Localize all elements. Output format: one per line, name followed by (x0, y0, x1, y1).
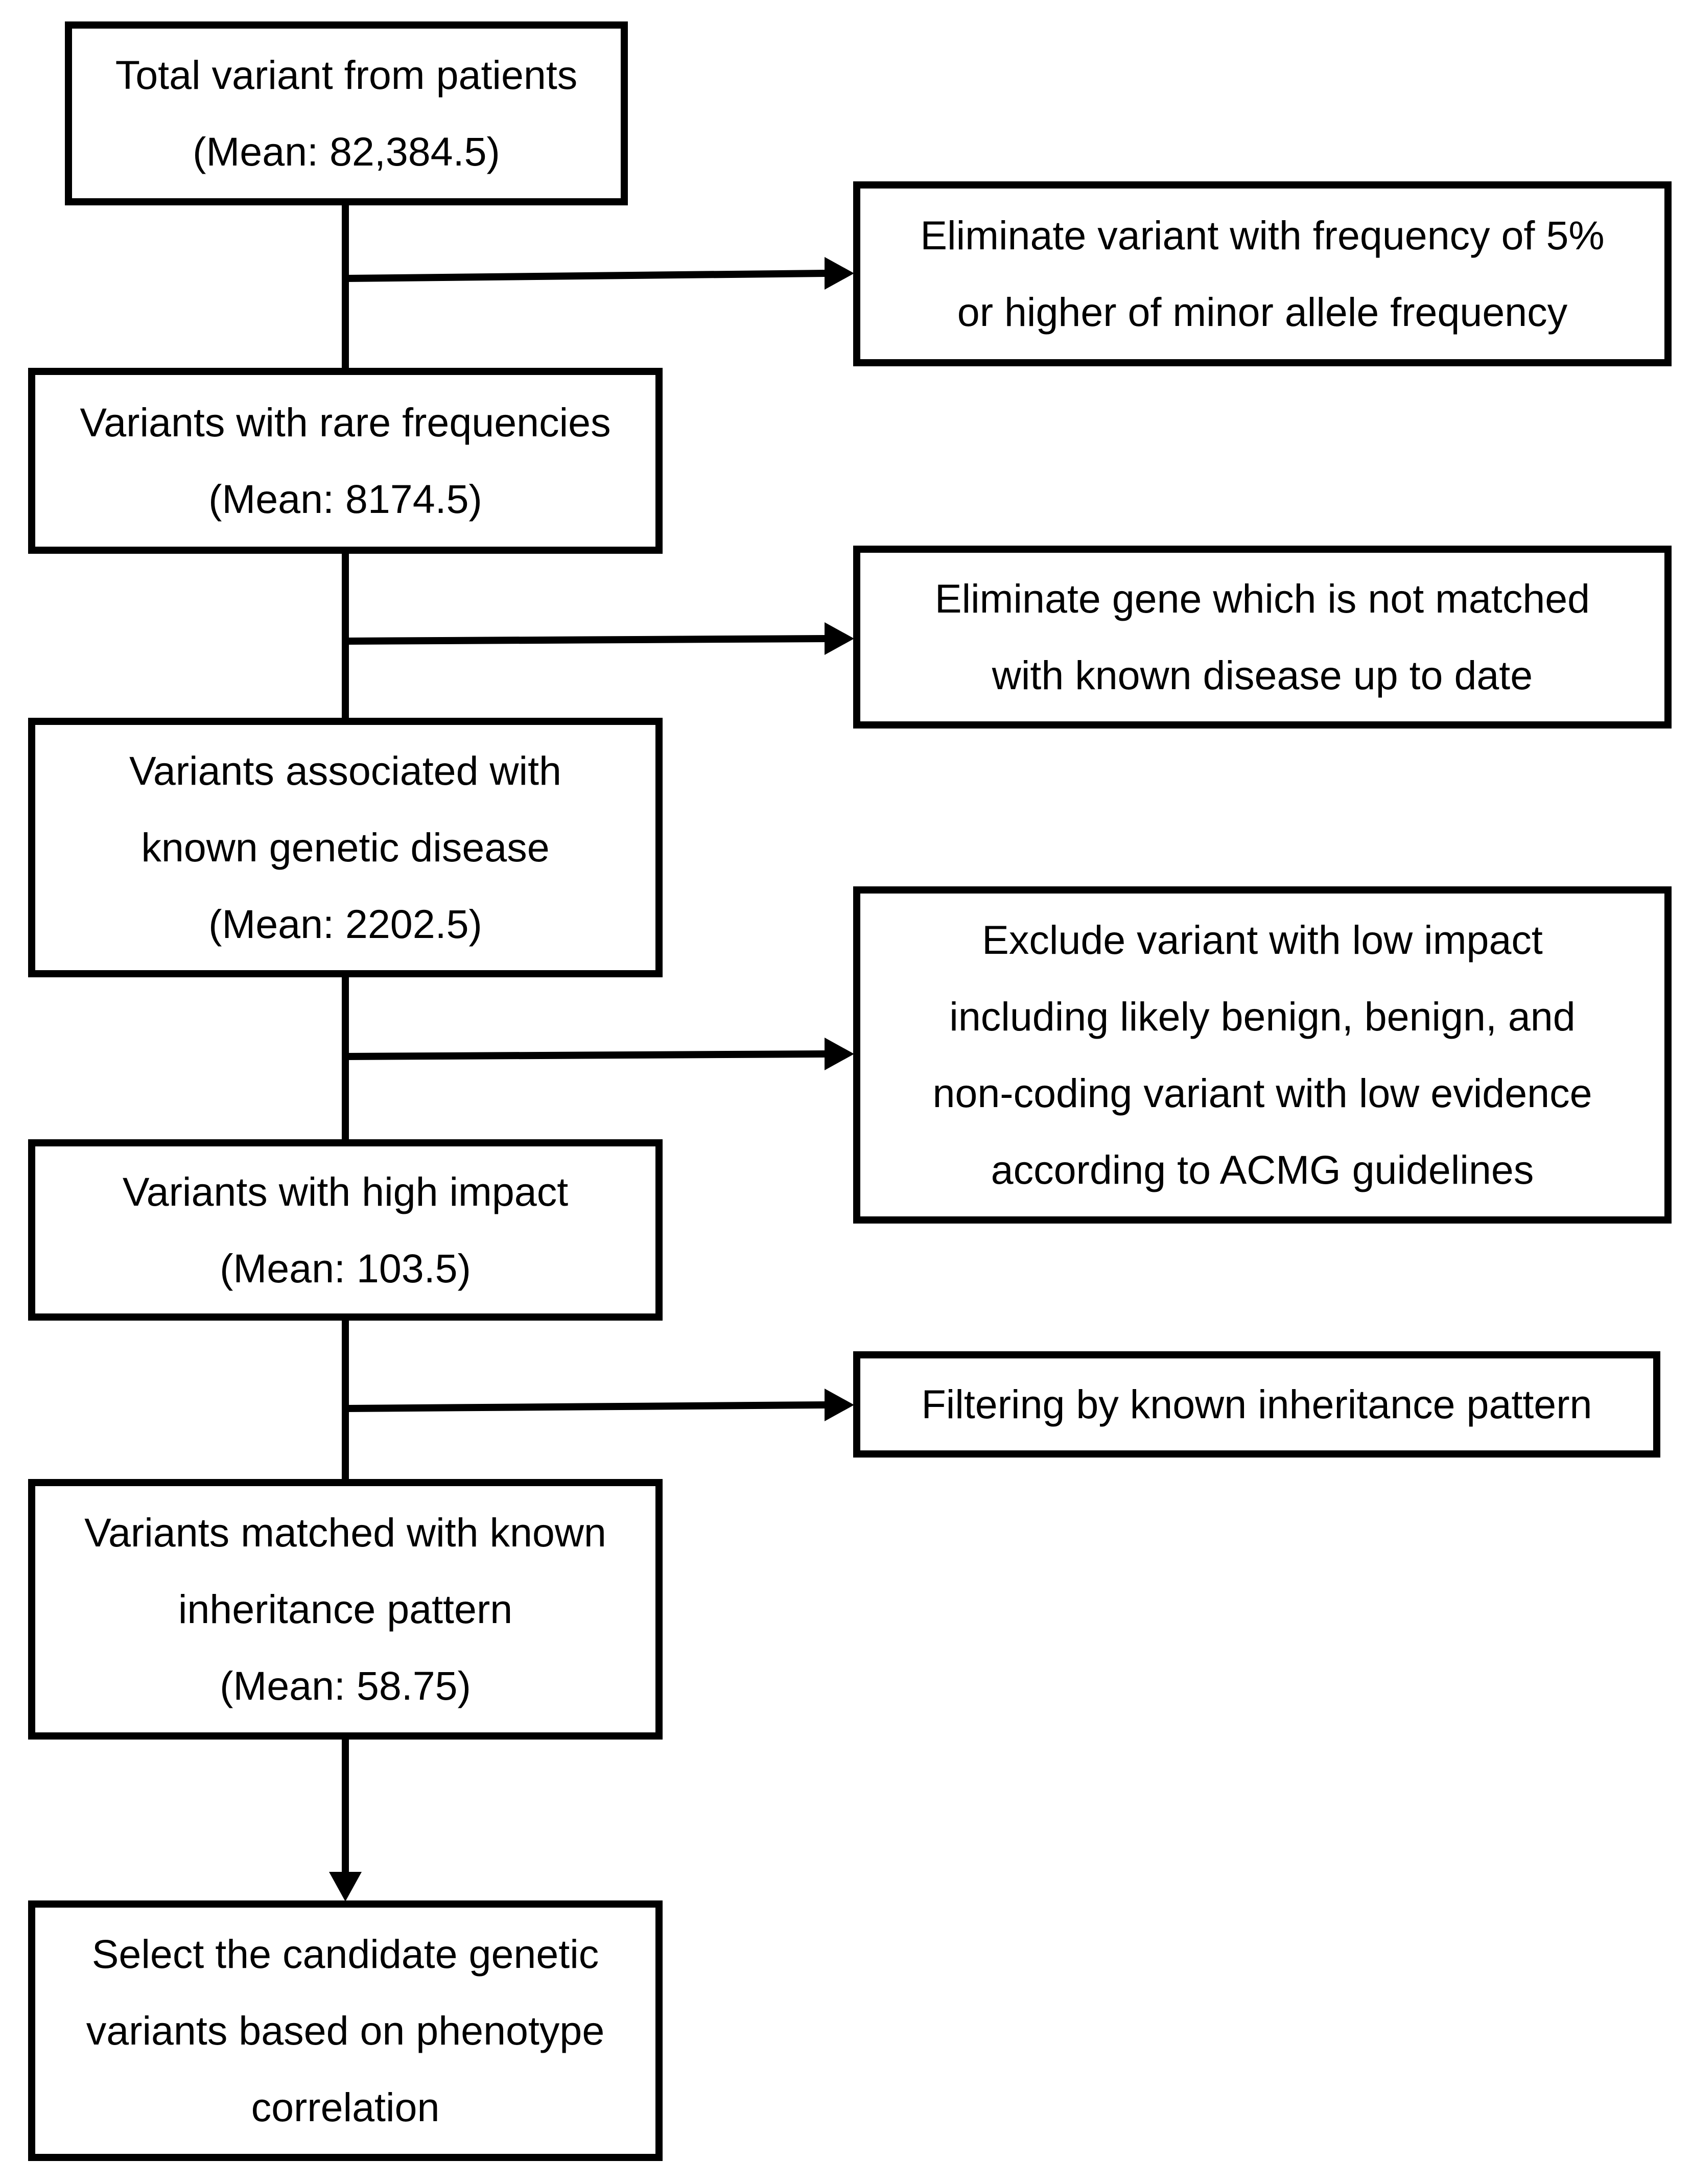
filter-text-line: according to ACMG guidelines (991, 1147, 1534, 1192)
step-text-line: Variants matched with known (84, 1510, 606, 1555)
filter-text-line: Filtering by known inheritance pattern (921, 1381, 1592, 1427)
step-text-line: Total variant from patients (115, 52, 578, 98)
branch-connector-line (345, 1050, 826, 1060)
branch-connector-line (345, 270, 826, 282)
branch-connector-line (345, 1401, 826, 1412)
step-text-line: Variants associated with (129, 748, 561, 793)
down-arrow-head (329, 1872, 362, 1901)
right-arrow-head (825, 622, 854, 655)
filter-text-line: with known disease up to date (992, 652, 1533, 698)
step-known-disease-variants: Variants associated with known genetic d… (28, 718, 663, 977)
filter-text-line: Eliminate gene which is not matched (934, 576, 1590, 621)
step-text-line: (Mean: 58.75) (220, 1663, 471, 1708)
filter-inheritance-pattern: Filtering by known inheritance pattern (853, 1351, 1660, 1458)
step-text-line: Select the candidate genetic (91, 1931, 599, 1977)
filter-text-line: non-coding variant with low evidence (932, 1070, 1592, 1116)
step-total-variants: Total variant from patients (Mean: 82,38… (65, 21, 628, 205)
right-arrow-head (825, 1389, 854, 1421)
step-high-impact-variants: Variants with high impact (Mean: 103.5) (28, 1139, 663, 1321)
filter-low-impact-acmg: Exclude variant with low impact includin… (853, 886, 1672, 1224)
step-text-line: (Mean: 103.5) (220, 1245, 471, 1291)
step-text-line: correlation (251, 2084, 440, 2130)
step-text-line: inheritance pattern (178, 1586, 513, 1632)
step-text-line: (Mean: 2202.5) (208, 901, 482, 947)
filter-text-line: including likely benign, benign, and (949, 994, 1576, 1039)
filter-known-disease-gene: Eliminate gene which is not matched with… (853, 546, 1672, 729)
branch-connector-line (345, 635, 826, 645)
step-text-line: (Mean: 82,384.5) (193, 129, 500, 174)
filter-text-line: Exclude variant with low impact (982, 917, 1543, 962)
filter-minor-allele-frequency: Eliminate variant with frequency of 5% o… (853, 181, 1672, 366)
right-arrow-head (825, 1038, 854, 1070)
step-text-line: Variants with high impact (122, 1168, 569, 1214)
step-inheritance-matched-variants: Variants matched with known inheritance … (28, 1479, 663, 1740)
step-text-line: variants based on phenotype (86, 2008, 605, 2053)
filter-text-line: Eliminate variant with frequency of 5% (920, 213, 1605, 258)
step-text-line: (Mean: 8174.5) (208, 476, 482, 522)
step-text-line: known genetic disease (141, 825, 550, 870)
step-select-candidate-variants: Select the candidate genetic variants ba… (28, 1900, 663, 2161)
right-arrow-head (825, 257, 854, 290)
step-text-line: Variants with rare frequencies (80, 400, 611, 445)
filter-text-line: or higher of minor allele frequency (957, 289, 1568, 335)
step-rare-frequency-variants: Variants with rare frequencies (Mean: 81… (28, 368, 663, 554)
